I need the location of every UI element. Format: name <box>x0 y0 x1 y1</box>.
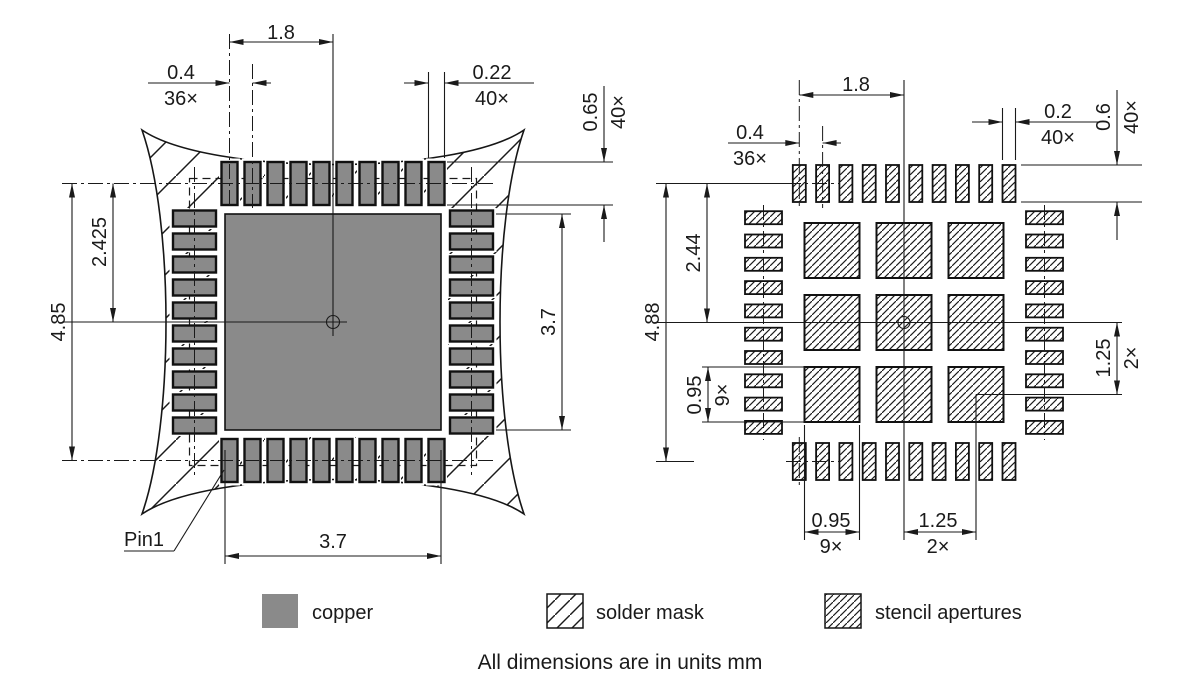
dimension-arrowhead <box>427 553 441 559</box>
dimension-arrowhead <box>444 80 459 86</box>
dimension-arrowhead <box>1114 322 1120 337</box>
dim-left-center-offset: 1.8 <box>267 22 295 44</box>
legend-copper-label: copper <box>312 602 373 624</box>
stencil-aperture <box>838 164 854 203</box>
stencil-aperture <box>955 442 970 481</box>
stencil-aperture <box>908 164 924 203</box>
dim-left-pad-width-count: 40× <box>475 88 509 110</box>
dimension-arrowhead <box>704 183 710 198</box>
stencil-aperture <box>955 164 970 203</box>
dim-right-half-span: 2.44 <box>683 234 705 273</box>
stencil-aperture-square <box>947 222 1005 279</box>
dim-right-pitch-value: 0.4 <box>736 122 764 144</box>
dimension-arrowhead <box>663 447 669 462</box>
dim-right-full-span: 4.88 <box>642 303 664 342</box>
dimension-arrowhead <box>822 140 837 146</box>
dimension-arrowhead <box>319 39 333 45</box>
dimension-arrowhead <box>704 308 710 323</box>
dimension-arrowhead <box>1114 202 1120 216</box>
drawing-line <box>173 469 225 552</box>
stencil-aperture <box>838 442 854 481</box>
dimension-arrowhead <box>69 183 75 198</box>
dim-right-square-size-bottom-value: 0.95 <box>812 510 851 532</box>
dim-right-square-size-left-count: 9× <box>712 384 734 407</box>
dimension-arrowhead <box>845 529 860 535</box>
dimension-arrowhead <box>663 183 669 198</box>
dimension-arrowhead <box>601 148 607 162</box>
dimension-arrowhead <box>414 80 429 86</box>
dim-left-pad-length-count: 40× <box>608 95 630 129</box>
stencil-aperture <box>861 164 877 203</box>
copper-swatch <box>262 594 298 628</box>
legend-solder-mask-label: solder mask <box>596 602 705 624</box>
dimension-arrowhead <box>69 446 75 461</box>
dim-right-ap-width-count: 40× <box>1041 127 1075 149</box>
dim-left-side-span: 3.7 <box>538 308 560 336</box>
dimension-arrowhead <box>110 183 116 198</box>
dimension-arrowhead <box>785 140 800 146</box>
dim-left-pitch-count: 36× <box>164 88 198 110</box>
stencil-aperture <box>1001 442 1017 481</box>
stencil-aperture <box>978 164 994 203</box>
dim-right-square-size-bottom-count: 9× <box>820 536 843 558</box>
dimension-arrowhead <box>890 92 904 98</box>
legend: copper solder mask stencil apertures <box>262 593 1022 629</box>
dim-right-square-pitch-right-value: 1.25 <box>1093 339 1115 378</box>
dimension-arrowhead <box>559 416 565 430</box>
stencil-aperture <box>885 442 900 481</box>
stencil-aperture <box>885 164 900 203</box>
stencil-aperture <box>931 442 947 481</box>
dim-left-pad-length-value: 0.65 <box>580 93 602 132</box>
dim-right-square-pitch-right-count: 2× <box>1121 347 1143 370</box>
dimension-arrowhead <box>962 529 976 535</box>
dimension-arrowhead <box>110 308 116 322</box>
dim-left-full-span: 4.85 <box>48 303 70 342</box>
dimension-arrowhead <box>215 80 230 86</box>
dim-right-square-pitch-bottom-count: 2× <box>927 536 950 558</box>
stencil-aperture <box>908 442 924 481</box>
dim-left-pad-width-value: 0.22 <box>473 62 512 84</box>
dimension-arrowhead <box>229 39 244 45</box>
dimension-arrowhead <box>804 529 819 535</box>
solder-mask-swatch <box>546 593 584 629</box>
stencil-aperture <box>1001 164 1017 203</box>
stencil-aperture <box>978 442 994 481</box>
dimension-arrowhead <box>904 529 918 535</box>
dimension-arrowhead <box>705 367 711 381</box>
stencil-aperture <box>931 164 947 203</box>
dimension-arrowhead <box>705 408 711 422</box>
dimension-arrowhead <box>1114 380 1120 395</box>
stencil-aperture <box>861 442 877 481</box>
center-mark <box>325 314 341 330</box>
dimension-arrowhead <box>559 214 565 228</box>
stencil-view <box>656 80 1142 540</box>
dimension-arrowhead <box>601 205 607 219</box>
dim-right-ap-length-count: 40× <box>1121 100 1143 134</box>
dim-left-pitch-value: 0.4 <box>167 62 195 84</box>
dim-left-half-span: 2.425 <box>89 217 111 267</box>
dimension-arrowhead <box>252 80 267 86</box>
dim-right-ap-width-value: 0.2 <box>1044 101 1072 123</box>
dim-right-square-size-left-value: 0.95 <box>684 376 706 415</box>
pin1-label: Pin1 <box>124 529 164 551</box>
dim-right-pitch-count: 36× <box>733 148 767 170</box>
legend-stencil-label: stencil apertures <box>875 602 1022 624</box>
dimension-arrowhead <box>1114 151 1120 165</box>
stencil-aperture-square <box>803 366 861 423</box>
stencil-swatch <box>824 593 862 629</box>
units-note: All dimensions are in units mm <box>478 651 763 674</box>
center-mark <box>897 315 911 330</box>
copper-and-mask-view <box>62 34 613 564</box>
dim-right-ap-length-value: 0.6 <box>1093 103 1115 131</box>
dim-right-square-pitch-bottom-value: 1.25 <box>919 510 958 532</box>
dimension-arrowhead <box>799 92 814 98</box>
dimension-arrowhead <box>1015 119 1030 125</box>
dimension-arrowhead <box>988 119 1003 125</box>
stencil-aperture-square <box>803 222 861 279</box>
dimension-arrowhead <box>225 553 239 559</box>
dim-right-center-offset: 1.8 <box>842 74 870 96</box>
dim-left-bottom-span: 3.7 <box>319 531 347 553</box>
